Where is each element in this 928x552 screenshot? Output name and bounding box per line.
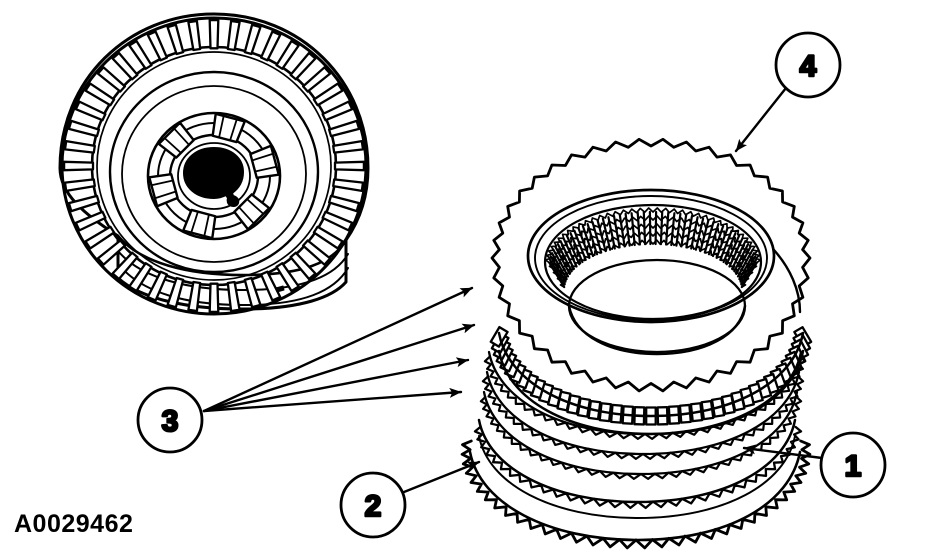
callout-4-number: 4	[800, 50, 817, 83]
callout-2-number: 2	[365, 490, 382, 523]
figure-id-label: A0029462	[14, 510, 134, 538]
drum-hub-lugs	[148, 112, 280, 240]
clutch-plate-stack	[460, 137, 813, 550]
clutch-top-ring	[490, 137, 812, 393]
callout-2-circle[interactable]	[339, 471, 407, 539]
callout-3-circle[interactable]	[136, 386, 204, 454]
clutch-lower-steel-plate	[473, 418, 803, 519]
drum-spline-teeth	[62, 18, 366, 314]
callout-3-number: 3	[162, 405, 179, 438]
callout-3-leader	[202, 286, 474, 413]
callout-2[interactable]: 2	[339, 471, 407, 539]
callout-leaders	[202, 86, 824, 494]
callout-3-leader	[202, 357, 470, 413]
callout-4[interactable]: 4	[774, 31, 842, 99]
callout-1-number: 1	[845, 450, 862, 483]
callout-1-circle[interactable]	[819, 431, 887, 499]
clutch-friction-plates	[479, 350, 807, 480]
callout-4-leader	[734, 86, 788, 153]
clutch-drum-housing	[58, 12, 370, 316]
clutch-bottom-pressure-plate	[460, 439, 812, 550]
drum-center-bore	[183, 147, 244, 208]
top-ring-internal-splines	[544, 207, 762, 289]
callout-1-leader	[742, 444, 824, 460]
callout-3-leader	[202, 387, 463, 413]
callout-3[interactable]: 3	[136, 386, 204, 454]
clutch-externally-splined-plate	[489, 325, 813, 436]
callout-3-leader	[202, 323, 476, 413]
callout-4-circle[interactable]	[774, 31, 842, 99]
callout-2-leader	[402, 460, 481, 494]
callout-circles: 1 2 3 4	[136, 31, 887, 539]
callout-1[interactable]: 1	[819, 431, 887, 499]
